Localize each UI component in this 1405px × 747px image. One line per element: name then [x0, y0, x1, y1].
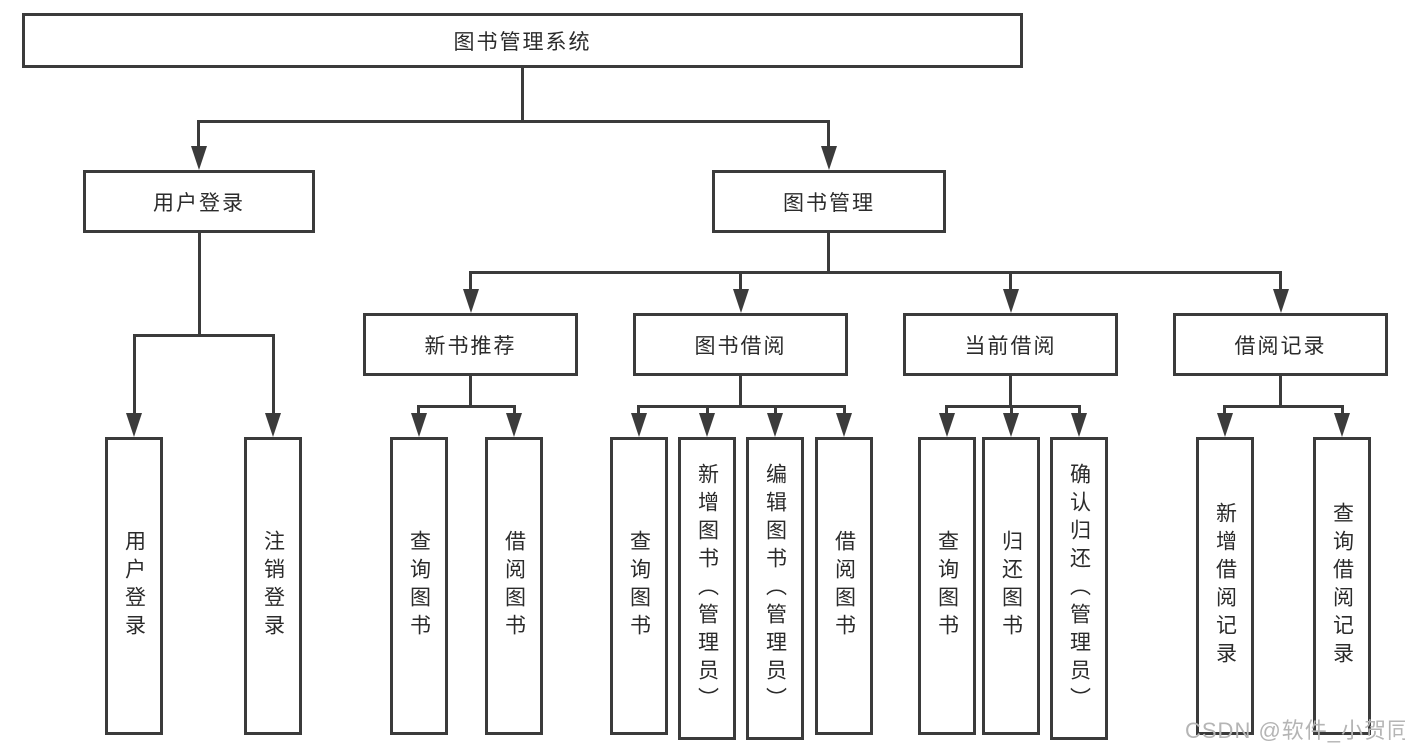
leaf-borrow-books-borrowing: 借阅图书 [815, 437, 873, 735]
arrow-down-icon [1334, 413, 1350, 437]
leaf-edit-books-admin: 编辑图书（管理员） [746, 437, 804, 740]
connector-leaf-stem [843, 405, 846, 419]
connector-leaf-stem [469, 271, 472, 293]
leaf-borrow-books-recommend: 借阅图书 [485, 437, 543, 735]
connector-leaf-stem [1223, 405, 1226, 419]
connector-book-mgmt-down [827, 233, 830, 274]
connector-records-down [1279, 376, 1282, 408]
csdn-watermark: CSDN @软件_小贺同学 [1185, 718, 1405, 743]
leaf-query-borrow-record: 查询借阅记录 [1313, 437, 1371, 735]
connector-level2-rail [198, 120, 830, 123]
arrow-down-icon [411, 413, 427, 437]
connector-current-down [1009, 376, 1012, 408]
connector-book-mgmt-stem [827, 120, 830, 150]
arrow-down-icon [1003, 413, 1019, 437]
connector-leaf-stem [272, 334, 275, 419]
node-library-management-system: 图书管理系统 [22, 13, 1023, 68]
arrow-down-icon [699, 413, 715, 437]
connector-leaf-stem [1279, 271, 1282, 293]
arrow-down-icon [1273, 289, 1289, 313]
leaf-query-books-recommend: 查询图书 [390, 437, 448, 735]
leaf-user-login: 用户登录 [105, 437, 163, 735]
leaf-confirm-return-admin: 确认归还（管理员） [1050, 437, 1108, 740]
arrow-down-icon [631, 413, 647, 437]
connector-records-rail [1223, 405, 1344, 408]
arrow-down-icon [463, 289, 479, 313]
arrow-down-icon [821, 146, 837, 170]
leaf-return-books: 归还图书 [982, 437, 1040, 735]
connector-user-login-down [198, 233, 201, 337]
leaf-add-books-admin: 新增图书（管理员） [678, 437, 736, 740]
connector-user-login-stem [197, 120, 200, 150]
connector-leaf-stem [739, 271, 742, 293]
leaf-query-books-current: 查询图书 [918, 437, 976, 735]
leaf-logout: 注销登录 [244, 437, 302, 735]
arrow-down-icon [1217, 413, 1233, 437]
connector-leaf-stem [945, 405, 948, 419]
connector-leaf-stem [133, 334, 136, 419]
node-borrowing-records: 借阅记录 [1173, 313, 1388, 376]
arrow-down-icon [1003, 289, 1019, 313]
connector-leaf-stem [417, 405, 420, 419]
node-book-management: 图书管理 [712, 170, 946, 233]
node-user-login: 用户登录 [83, 170, 315, 233]
arrow-down-icon [767, 413, 783, 437]
connector-user-login-rail [133, 334, 274, 337]
connector-borrowing-down [739, 376, 742, 408]
node-current-borrowing: 当前借阅 [903, 313, 1118, 376]
connector-leaf-stem [1078, 405, 1081, 419]
connector-leaf-stem [1009, 271, 1012, 293]
connector-leaf-stem [706, 405, 709, 419]
arrow-down-icon [1071, 413, 1087, 437]
connector-leaf-stem [637, 405, 640, 419]
leaf-query-books-borrowing: 查询图书 [610, 437, 668, 735]
connector-borrowing-rail [637, 405, 846, 408]
connector-root-stem [521, 68, 524, 122]
leaf-add-borrow-record: 新增借阅记录 [1196, 437, 1254, 735]
node-new-book-recommend: 新书推荐 [363, 313, 578, 376]
connector-leaf-stem [513, 405, 516, 419]
node-book-borrowing: 图书借阅 [633, 313, 848, 376]
connector-leaf-stem [1341, 405, 1344, 419]
connector-leaf-stem [1010, 405, 1013, 419]
connector-leaf-stem [774, 405, 777, 419]
connector-recommend-rail [417, 405, 516, 408]
connector-level3-rail [469, 271, 1282, 274]
arrow-down-icon [836, 413, 852, 437]
connector-recommend-down [469, 376, 472, 408]
connector-current-rail [945, 405, 1081, 408]
arrow-down-icon [126, 413, 142, 437]
arrow-down-icon [191, 146, 207, 170]
arrow-down-icon [733, 289, 749, 313]
arrow-down-icon [265, 413, 281, 437]
arrow-down-icon [939, 413, 955, 437]
arrow-down-icon [506, 413, 522, 437]
